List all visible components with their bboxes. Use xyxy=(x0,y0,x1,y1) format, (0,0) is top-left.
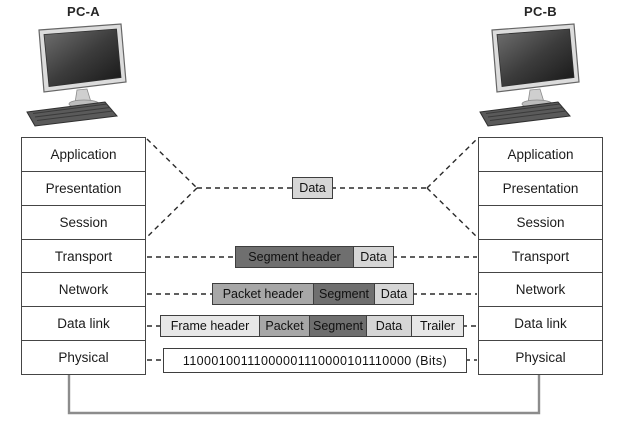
layer-row-physical-left: Physical xyxy=(22,340,145,374)
layer-label: Data link xyxy=(57,316,110,332)
osi-stack-left: Application Presentation Session Transpo… xyxy=(21,137,146,375)
pdu-frame-box: Frame header Packet Segment Data Trailer xyxy=(160,315,464,337)
pdu-packet-header: Packet header xyxy=(213,284,313,304)
layer-label: Network xyxy=(58,282,109,298)
pdu-packet-segment: Segment xyxy=(313,284,374,304)
layer-row-presentation-right: Presentation xyxy=(479,170,602,205)
pc-b-label: PC-B xyxy=(524,4,557,19)
layer-row-datalink-left: Data link xyxy=(22,306,145,340)
layer-label: Presentation xyxy=(502,180,579,196)
pdu-frame-header: Frame header xyxy=(161,316,259,336)
left-funnel-lower-dash xyxy=(146,187,198,238)
pc-b-computer-icon xyxy=(479,23,580,127)
layer-row-transport-right: Transport xyxy=(479,238,602,273)
physical-medium-connector xyxy=(67,375,541,415)
pdu-frame-packet: Packet xyxy=(259,316,309,336)
pdu-packet-box: Packet header Segment Data xyxy=(212,283,414,305)
osi-stack-right: Application Presentation Session Transpo… xyxy=(478,137,603,375)
layer-label: Transport xyxy=(54,248,113,264)
layer-row-application-left: Application xyxy=(22,138,145,171)
pdu-packet-data: Data xyxy=(374,284,413,304)
pdu-frame-trailer: Trailer xyxy=(411,316,463,336)
pdu-segment-data: Data xyxy=(293,178,332,198)
pdu-frame-segment: Segment xyxy=(309,316,366,336)
pdu-segment-data: Data xyxy=(353,247,393,267)
right-funnel-lower-dash xyxy=(426,187,478,238)
layer-row-network-left: Network xyxy=(22,272,145,306)
layer-row-network-right: Network xyxy=(479,272,602,306)
layer-label: Presentation xyxy=(45,180,122,196)
layer-label: Application xyxy=(50,146,117,162)
right-funnel-upper-dash xyxy=(426,138,478,189)
pdu-bits-value: 11000100111000001110000101110000 (Bits) xyxy=(164,349,466,372)
pdu-frame-data: Data xyxy=(366,316,411,336)
pc-a-label: PC-A xyxy=(67,4,100,19)
layer-label: Session xyxy=(59,214,108,230)
layer-row-application-right: Application xyxy=(479,138,602,171)
left-funnel-upper-dash xyxy=(146,138,198,189)
layer-label: Network xyxy=(515,282,566,298)
layer-label: Physical xyxy=(515,350,566,366)
layer-row-datalink-right: Data link xyxy=(479,306,602,340)
layer-row-transport-left: Transport xyxy=(22,238,145,273)
layer-label: Data link xyxy=(514,316,567,332)
layer-label: Physical xyxy=(58,350,109,366)
pdu-data-box: Data xyxy=(292,177,333,199)
layer-row-session-right: Session xyxy=(479,204,602,239)
pdu-bits-box: 11000100111000001110000101110000 (Bits) xyxy=(163,348,467,373)
layer-row-physical-right: Physical xyxy=(479,340,602,374)
layer-label: Session xyxy=(516,214,565,230)
pdu-segment-header: Segment header xyxy=(236,247,353,267)
layer-label: Transport xyxy=(511,248,570,264)
layer-row-presentation-left: Presentation xyxy=(22,170,145,205)
layer-label: Application xyxy=(507,146,574,162)
layer-row-session-left: Session xyxy=(22,204,145,239)
pdu-segment-box: Segment header Data xyxy=(235,246,394,268)
pc-a-computer-icon xyxy=(26,23,127,127)
